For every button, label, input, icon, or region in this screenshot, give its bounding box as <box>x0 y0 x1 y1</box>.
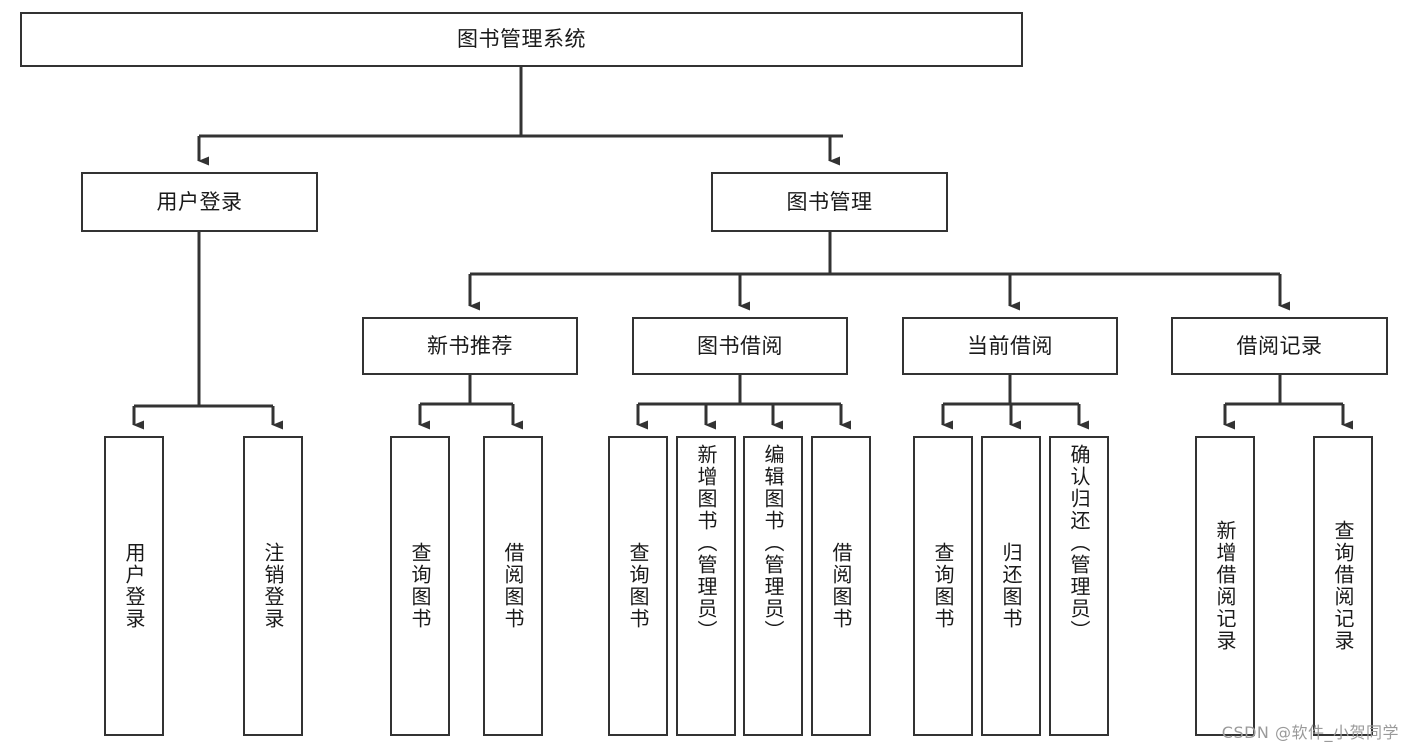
node-user-login-label: 用户登录 <box>156 189 243 214</box>
node-leaf-edit-book[interactable]: 编辑图书（管理员） <box>743 436 803 736</box>
node-borrow-record[interactable]: 借阅记录 <box>1171 317 1388 375</box>
node-root[interactable]: 图书管理系统 <box>20 12 1023 67</box>
node-leaf-edit-book-label: 编辑图书（管理员） <box>761 444 785 642</box>
node-new-book-recommend-label: 新书推荐 <box>427 333 513 358</box>
node-leaf-confirm-return-label: 确认归还（管理员） <box>1067 444 1091 642</box>
node-leaf-add-record-label: 新增借阅记录 <box>1213 520 1237 652</box>
node-root-label: 图书管理系统 <box>457 27 586 52</box>
node-leaf-logout-label: 注销登录 <box>261 542 285 630</box>
node-leaf-user-login[interactable]: 用户登录 <box>104 436 164 736</box>
node-user-login[interactable]: 用户登录 <box>81 172 318 232</box>
node-leaf-return-book-label: 归还图书 <box>999 542 1023 630</box>
node-leaf-add-book-label: 新增图书（管理员） <box>694 444 718 642</box>
node-leaf-return-book[interactable]: 归还图书 <box>981 436 1041 736</box>
node-leaf-query-book-cur[interactable]: 查询图书 <box>913 436 973 736</box>
node-leaf-confirm-return[interactable]: 确认归还（管理员） <box>1049 436 1109 736</box>
node-leaf-borrow-book[interactable]: 借阅图书 <box>811 436 871 736</box>
node-leaf-query-book-rec-label: 查询图书 <box>408 542 432 630</box>
node-book-borrow-label: 图书借阅 <box>697 333 783 358</box>
node-leaf-borrow-book-rec-label: 借阅图书 <box>501 542 525 630</box>
node-borrow-record-label: 借阅记录 <box>1236 333 1323 358</box>
node-leaf-query-book-cur-label: 查询图书 <box>931 542 955 630</box>
node-book-manage-label: 图书管理 <box>786 189 873 214</box>
node-current-borrow-label: 当前借阅 <box>967 333 1053 358</box>
node-book-borrow[interactable]: 图书借阅 <box>632 317 848 375</box>
node-leaf-borrow-book-label: 借阅图书 <box>829 542 853 630</box>
node-leaf-query-book-rec[interactable]: 查询图书 <box>390 436 450 736</box>
node-leaf-add-book[interactable]: 新增图书（管理员） <box>676 436 736 736</box>
node-book-manage[interactable]: 图书管理 <box>711 172 948 232</box>
node-leaf-borrow-book-rec[interactable]: 借阅图书 <box>483 436 543 736</box>
node-leaf-add-record[interactable]: 新增借阅记录 <box>1195 436 1255 736</box>
node-leaf-query-record-label: 查询借阅记录 <box>1331 520 1355 652</box>
node-leaf-query-book-label: 查询图书 <box>626 542 650 630</box>
csdn-watermark: CSDN @软件_小贺同学 <box>1221 723 1399 742</box>
node-leaf-query-record[interactable]: 查询借阅记录 <box>1313 436 1373 736</box>
node-leaf-user-login-label: 用户登录 <box>122 542 146 630</box>
node-leaf-logout[interactable]: 注销登录 <box>243 436 303 736</box>
node-new-book-recommend[interactable]: 新书推荐 <box>362 317 578 375</box>
node-leaf-query-book[interactable]: 查询图书 <box>608 436 668 736</box>
node-current-borrow[interactable]: 当前借阅 <box>902 317 1118 375</box>
